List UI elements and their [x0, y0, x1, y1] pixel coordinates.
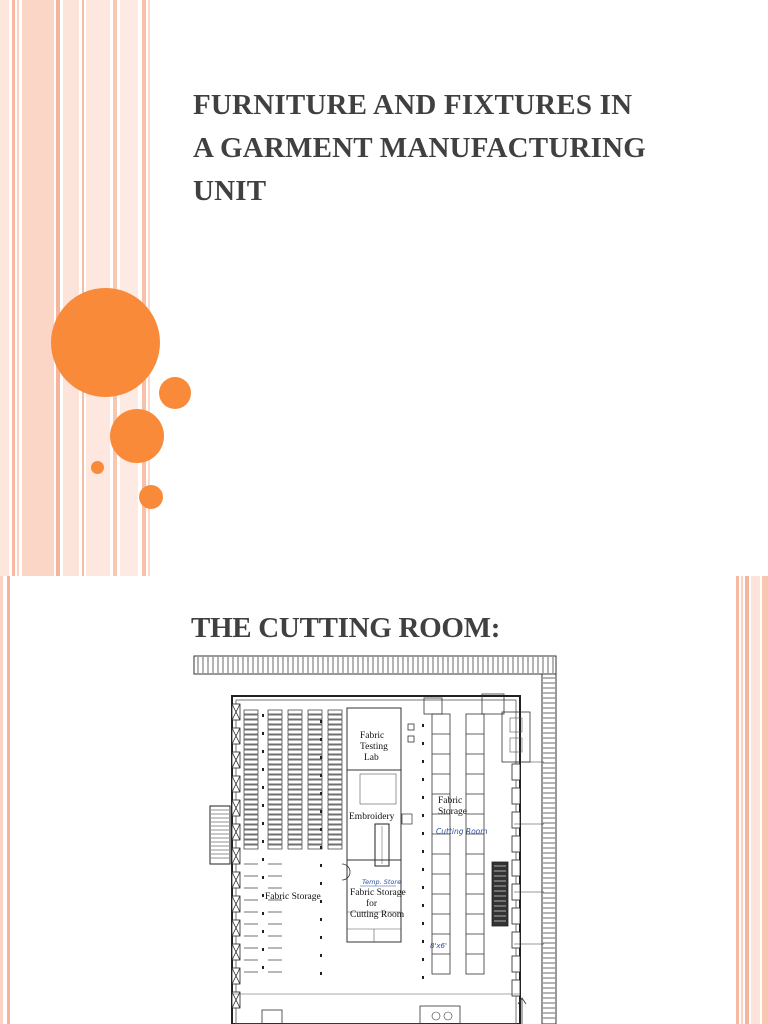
label-fabric-storage-cutting-1: Fabric Storage — [350, 888, 406, 898]
decor-stripe — [0, 0, 9, 576]
decor-stripe — [56, 0, 60, 576]
label-fabric-testing-lab-1: Fabric — [360, 731, 384, 741]
decor-stripe — [82, 0, 84, 576]
decor-stripe — [745, 576, 749, 1024]
slide-title: THE CUTTING ROOM: — [191, 612, 501, 644]
decor-stripe — [12, 0, 15, 576]
label-fabric-storage-cutting-3: Cutting Room — [350, 910, 405, 920]
label-fabric-storage-right-2: Storage — [438, 807, 467, 817]
decor-circle — [110, 409, 164, 463]
label-fabric-storage-right-1: Fabric — [438, 796, 462, 806]
label-fabric-storage-cutting-2: for — [366, 898, 378, 909]
decor-stripe — [142, 0, 146, 576]
label-fabric-storage-left: Fabric Storage — [265, 892, 321, 902]
title-slide: FURNITURE AND FIXTURES IN A GARMENT MANU… — [0, 0, 647, 576]
label-embroidery: Embroidery — [349, 812, 395, 822]
label-handwritten-note: Temp. Store — [362, 878, 401, 886]
cutting-room-floor-plan: Fabric Testing Lab Embroidery Fabric Sto… — [192, 654, 558, 1024]
decor-stripe — [17, 0, 19, 576]
decor-circle — [159, 377, 191, 409]
content-slide: THE CUTTING ROOM: — [0, 576, 768, 1024]
decor-circle — [91, 461, 104, 474]
label-fabric-testing-lab-3: Lab — [364, 753, 379, 763]
decor-stripe — [148, 0, 150, 576]
decor-circle-large — [51, 288, 160, 397]
slide-title: FURNITURE AND FIXTURES IN A GARMENT MANU… — [193, 89, 647, 207]
decor-stripe — [0, 576, 3, 1024]
label-fabric-testing-lab-2: Testing — [360, 742, 388, 752]
decor-stripe — [7, 576, 10, 1024]
decor-stripe — [751, 576, 760, 1024]
decor-circle — [139, 485, 163, 509]
label-handwritten-dims: 8'x6' — [430, 942, 447, 950]
decor-stripe — [762, 576, 768, 1024]
decor-stripe — [120, 0, 138, 576]
decor-stripe — [741, 576, 743, 1024]
decor-stripe — [736, 576, 739, 1024]
decor-stripe — [63, 0, 79, 576]
decor-stripe — [22, 0, 54, 576]
label-cutting-room-handwritten: Cutting Room — [436, 827, 488, 836]
